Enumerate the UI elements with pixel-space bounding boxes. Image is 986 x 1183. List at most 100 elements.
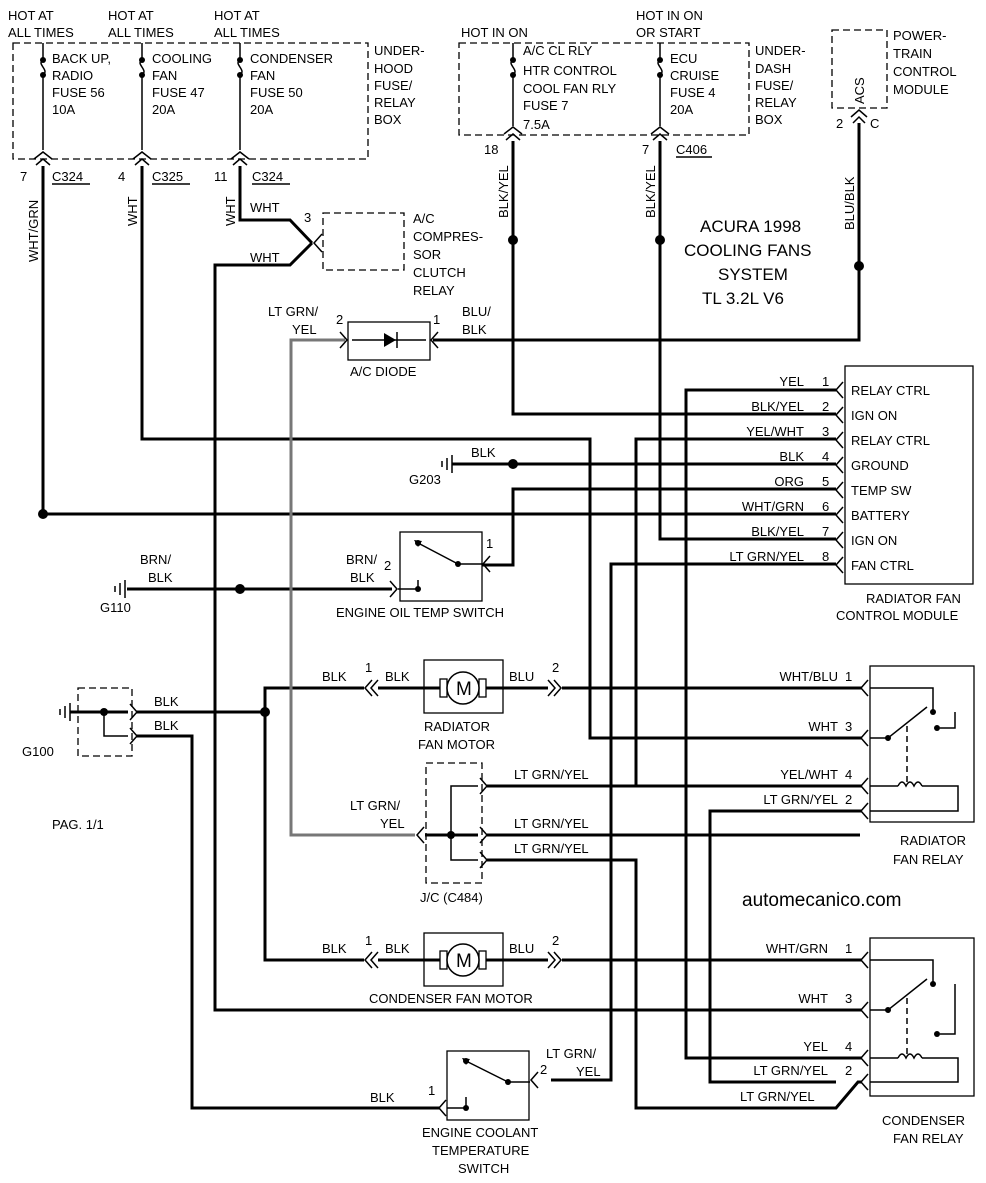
rad-relay-pin-number: 3 [845,719,852,734]
module-pin-number: 3 [822,424,829,439]
g100-label: G100 [22,744,54,759]
svg-text:FAN RELAY: FAN RELAY [893,1131,964,1146]
oil-switch-pin-1: 1 [486,536,493,551]
svg-text:HOT AT: HOT AT [214,8,260,23]
coolant-switch-label: ENGINE COOLANT TEMPERATURE SWITCH [422,1125,538,1176]
fuse-50-label: CONDENSER FAN FUSE 50 20A [250,51,333,117]
gray-wire-lt-grn-yel [289,338,415,837]
cond-motor-left-wire: BLK [322,941,347,956]
svg-text:ALL TIMES: ALL TIMES [214,25,280,40]
svg-text:SOR: SOR [413,247,441,262]
svg-text:20A: 20A [250,102,273,117]
svg-text:CONDENSER: CONDENSER [882,1113,965,1128]
pcm-label: POWER- TRAIN CONTROL MODULE [893,28,957,97]
module-pin-wire-label: WHT/GRN [742,499,804,514]
hot-at-all-times-label-2: HOT AT ALL TIMES [108,8,174,40]
module-pin-number: 2 [822,399,829,414]
svg-text:FUSE 4: FUSE 4 [670,85,716,100]
svg-text:COOLING: COOLING [152,51,212,66]
rad-motor-left-wire: BLK [322,669,347,684]
module-pin-connector-chevron [835,381,844,399]
condenser-fan-relay-internals [860,951,959,1091]
wire-wht-horizontal-1: WHT [250,200,280,215]
hot-at-all-times-label-3: HOT AT ALL TIMES [214,8,280,40]
cond-motor-pin-1: 1 [365,933,372,948]
rad-relay-pin-number: 2 [845,792,852,807]
svg-text:TL 3.2L V6: TL 3.2L V6 [702,289,784,308]
module-pin-function: IGN ON [851,533,897,548]
svg-text:BRN/: BRN/ [346,552,377,567]
svg-text:ALL TIMES: ALL TIMES [8,25,74,40]
module-pin-function: GROUND [851,458,909,473]
module-pin-wire-label: ORG [774,474,804,489]
svg-text:BACK UP,: BACK UP, [52,51,111,66]
diode-pin-1: 1 [433,312,440,327]
module-pin-function: TEMP SW [851,483,912,498]
module-pin-number: 8 [822,549,829,564]
junction-connector-internals [416,777,488,869]
svg-text:FAN: FAN [250,68,275,83]
rad-relay-wire-label: LT GRN/YEL [763,792,838,807]
svg-text:FUSE/: FUSE/ [374,78,413,93]
cond-relay-pin-number: 4 [845,1039,852,1054]
coolant-left-wire: BLK [370,1090,395,1105]
svg-text:MODULE: MODULE [893,82,949,97]
svg-text:ALL TIMES: ALL TIMES [108,25,174,40]
g110-label: G110 [100,600,131,615]
g203-label: G203 [409,472,441,487]
rad-relay-wire-label: YEL/WHT [780,767,838,782]
module-pin-function: IGN ON [851,408,897,423]
svg-text:YEL: YEL [292,322,317,337]
page-number: PAG. 1/1 [52,817,104,832]
svg-text:FUSE 47: FUSE 47 [152,85,205,100]
module-pin-wire-label: YEL/WHT [746,424,804,439]
module-pin-wire-label: BLK [779,449,804,464]
svg-text:A/C: A/C [413,211,435,226]
rad-relay-pin-number: 4 [845,767,852,782]
engine-oil-temp-switch-label: ENGINE OIL TEMP SWITCH [336,605,504,620]
connector-c406: C406 [676,142,707,157]
pin-18: 18 [484,142,498,157]
svg-text:SYSTEM: SYSTEM [718,265,788,284]
fuse-47-label: COOLING FAN FUSE 47 20A [152,51,212,117]
svg-text:RADIO: RADIO [52,68,93,83]
junction-dots [38,235,864,717]
svg-text:FUSE/: FUSE/ [755,78,794,93]
svg-text:FUSE 56: FUSE 56 [52,85,105,100]
svg-text:CLUTCH: CLUTCH [413,265,466,280]
module-pin-connector-chevron [835,406,844,424]
condenser-fan-relay-label: CONDENSER FAN RELAY [882,1113,965,1146]
svg-text:TRAIN: TRAIN [893,46,932,61]
condenser-fan-relay [869,937,975,1097]
oil-switch-wire-label: BRN/ BLK [346,552,377,585]
module-pin-connector-chevron [835,531,844,549]
module-title: RADIATOR FAN CONTROL MODULE [836,591,961,623]
fuse-7-label: A/C CL RLY HTR CONTROL COOL FAN RLY FUSE… [523,43,617,132]
fuse-56-label: BACK UP, RADIO FUSE 56 10A [52,51,111,117]
underdash-fuse-box-label: UNDER- DASH FUSE/ RELAY BOX [755,43,806,127]
hot-in-on-or-start-label: HOT IN ON OR START [636,8,703,40]
underhood-fuse-box-label: UNDER- HOOD FUSE/ RELAY BOX [374,43,425,127]
cond-relay-wire-label: WHT [798,991,828,1006]
connector-c325-chevron [132,151,152,166]
module-pin-number: 4 [822,449,829,464]
condenser-fan-motor [364,932,562,987]
module-pin-function: RELAY CTRL [851,383,930,398]
rad-motor-pin-1: 1 [365,660,372,675]
module-pin-connector-chevron [835,481,844,499]
svg-text:10A: 10A [52,102,75,117]
svg-text:HTR CONTROL: HTR CONTROL [523,63,617,78]
svg-text:UNDER-: UNDER- [755,43,806,58]
g100-wire-2: BLK [154,718,179,733]
diode-left-wire-label: LT GRN/ YEL [268,304,318,337]
rad-relay-wire-label: WHT [808,719,838,734]
fuse-47-icon [139,43,145,150]
g110-wire-label: BRN/ BLK [140,552,173,585]
svg-text:RELAY: RELAY [755,95,797,110]
svg-text:FAN RELAY: FAN RELAY [893,852,964,867]
svg-text:BOX: BOX [755,112,783,127]
cond-relay-pin-number: 2 [845,1063,852,1078]
